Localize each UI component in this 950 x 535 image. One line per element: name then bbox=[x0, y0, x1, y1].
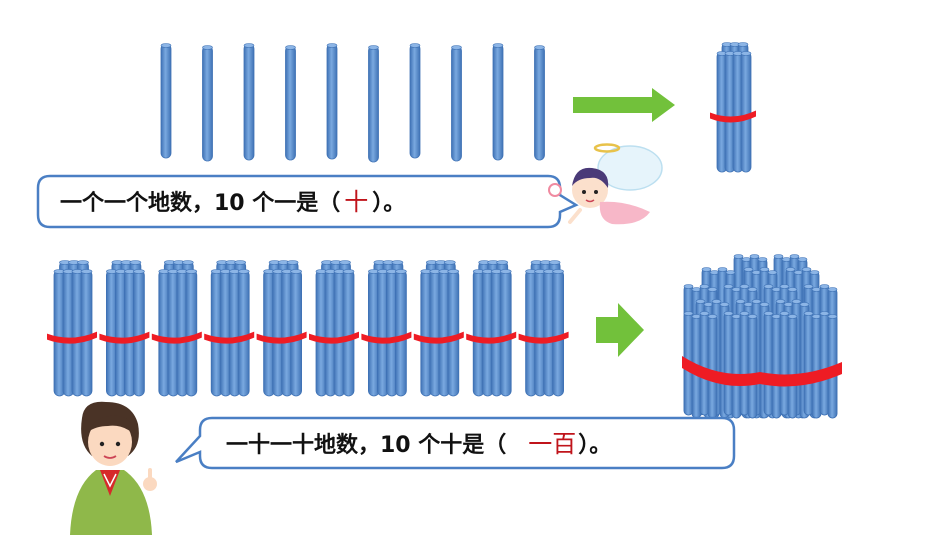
stick bbox=[368, 45, 379, 163]
stick bbox=[534, 269, 546, 397]
stick bbox=[707, 314, 718, 419]
stick bbox=[429, 269, 442, 397]
red-band bbox=[466, 331, 517, 344]
bundle bbox=[763, 311, 798, 419]
red-band bbox=[99, 331, 150, 344]
bundle bbox=[47, 260, 97, 397]
stick bbox=[385, 269, 398, 397]
stick bbox=[771, 314, 782, 419]
stick bbox=[185, 269, 198, 397]
stick bbox=[80, 269, 93, 397]
right-arrow-icon bbox=[596, 303, 644, 357]
girl-green-jacket-icon bbox=[70, 401, 157, 535]
stick bbox=[243, 43, 255, 161]
red-band bbox=[710, 110, 756, 123]
stick bbox=[787, 314, 798, 419]
answer-1: 十 bbox=[344, 188, 368, 216]
svg-text:一个一个地数，10 个一是（十）。: 一个一个地数，10 个一是（十）。 bbox=[60, 188, 405, 216]
bundle bbox=[518, 260, 569, 397]
angel-girl-icon bbox=[548, 143, 663, 225]
stick bbox=[394, 269, 407, 397]
stick bbox=[409, 43, 421, 159]
bundle bbox=[99, 260, 150, 397]
red-band bbox=[413, 331, 464, 344]
stick bbox=[158, 269, 171, 397]
red-band bbox=[361, 331, 412, 344]
red-band bbox=[518, 331, 569, 344]
answer-2: 一百 bbox=[528, 430, 576, 458]
sentence-2-suffix: ）。 bbox=[578, 433, 611, 458]
stick bbox=[490, 269, 503, 397]
stick bbox=[534, 45, 545, 161]
stick bbox=[492, 43, 504, 161]
bundle bbox=[361, 260, 412, 397]
stick bbox=[747, 314, 758, 419]
bundle bbox=[413, 260, 464, 397]
stick bbox=[447, 269, 460, 397]
stick bbox=[731, 314, 742, 419]
red-band bbox=[204, 331, 255, 344]
bundle bbox=[256, 260, 307, 397]
stick bbox=[740, 51, 752, 173]
stick bbox=[723, 311, 734, 416]
stick bbox=[237, 269, 250, 397]
sentence-1-prefix: 一个一个地数，10 个一是（ bbox=[60, 190, 340, 216]
right-arrow-icon bbox=[573, 88, 675, 122]
stick bbox=[342, 269, 355, 397]
speech-bubble-1: 一个一个地数，10 个一是（十）。 bbox=[36, 174, 579, 229]
bundle-of-hundred bbox=[682, 254, 842, 419]
bundle bbox=[466, 260, 517, 397]
red-band bbox=[47, 331, 97, 344]
stick bbox=[779, 311, 790, 416]
stick bbox=[326, 43, 338, 160]
stick bbox=[499, 269, 512, 397]
svg-text:一十一十地数，10 个十是（一百）。: 一十一十地数，10 个十是（ 一百）。 bbox=[226, 430, 611, 458]
stick bbox=[202, 45, 213, 162]
bundle bbox=[151, 260, 202, 397]
bundle bbox=[309, 260, 359, 397]
stick bbox=[543, 269, 555, 397]
bundle bbox=[803, 311, 838, 419]
sentence-2-prefix: 一十一十地数，10 个十是（ bbox=[226, 432, 506, 458]
sentence-1-suffix: ）。 bbox=[372, 191, 405, 216]
stick bbox=[285, 45, 296, 161]
loose-sticks bbox=[160, 43, 545, 163]
stick bbox=[132, 269, 145, 397]
bundle bbox=[723, 311, 758, 419]
stick bbox=[552, 269, 564, 397]
red-band bbox=[682, 356, 842, 387]
stick bbox=[290, 269, 303, 397]
ten-bundles bbox=[47, 260, 569, 397]
red-band bbox=[309, 331, 359, 344]
stick bbox=[451, 45, 462, 162]
red-band bbox=[151, 331, 202, 344]
speech-bubble-2: 一十一十地数，10 个十是（ 一百）。 bbox=[175, 416, 736, 470]
red-band bbox=[256, 331, 307, 344]
stick bbox=[176, 269, 189, 397]
bundle-of-ten bbox=[710, 42, 756, 173]
stick bbox=[160, 43, 172, 159]
bundle bbox=[204, 260, 255, 397]
bundle bbox=[710, 42, 756, 173]
